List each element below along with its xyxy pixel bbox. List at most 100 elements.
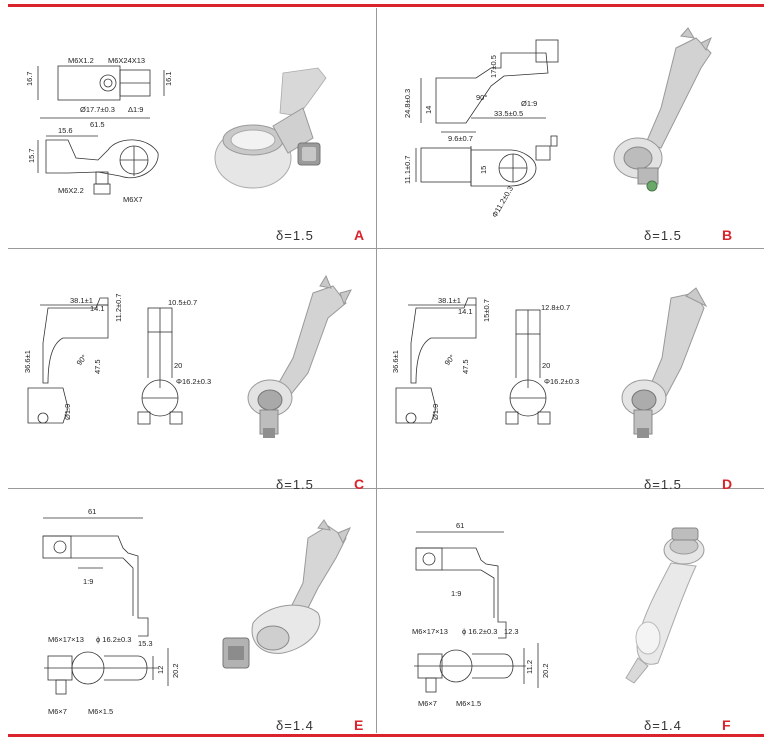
product-photo-d [621, 287, 708, 438]
dim-c-2: 14.1 [90, 304, 105, 313]
dim-f-2: 1:9 [451, 589, 461, 598]
dim-b-9: 15 [479, 166, 488, 174]
dim-d-3: 15±0.7 [482, 299, 491, 322]
dim-a-2: M6X24X13 [108, 56, 145, 65]
label-d: D [722, 476, 733, 492]
dim-c-8: 20 [174, 361, 182, 370]
dim-f-4: ϕ 16.2±0.3 [462, 627, 497, 636]
dim-b-5: 14 [424, 106, 433, 114]
dim-d-9: Φ16.2±0.3 [544, 377, 579, 386]
panel-d-drawing: 38.1±1 14.1 15±0.7 12.8±0.7 36.6±1 90° 4… [391, 287, 708, 438]
product-photo-a [214, 67, 327, 189]
bottom-rule [8, 734, 764, 737]
dim-e-7: 20.2 [171, 663, 180, 678]
top-view-body [57, 65, 121, 101]
panel-c: 38.1±1 14.1 11.2±0.7 10.5±0.7 36.6±1 90°… [8, 248, 376, 492]
dim-c-10: Ø1:9 [63, 404, 72, 420]
side-view-body [410, 297, 477, 384]
side-view-body [42, 297, 109, 384]
thickness-f: δ=1.4 [644, 718, 682, 733]
row-divider-2 [8, 488, 764, 489]
dim-a-1: M6X1.2 [68, 56, 94, 65]
dim-f-9: M6×1.5 [456, 699, 481, 708]
thickness-d: δ=1.5 [644, 477, 682, 492]
dim-f-1: 61 [456, 521, 464, 530]
product-photo-e [222, 519, 351, 669]
top-rule [8, 4, 764, 7]
product-photo-c [247, 274, 352, 438]
dim-e-3: M6×17×13 [48, 635, 84, 644]
dim-b-10: Φ11.2±0.3 [490, 185, 515, 219]
panel-f-drawing: 61 1:9 M6×17×13 ϕ 16.2±0.3 12.3 11.2 20.… [412, 521, 705, 708]
dim-f-7: 20.2 [541, 663, 550, 678]
panel-f: 61 1:9 M6×17×13 ϕ 16.2±0.3 12.3 11.2 20.… [376, 488, 744, 733]
dim-d-5: 36.6±1 [391, 350, 400, 373]
panel-b-drawing: 17±0.5 24.8±0.3 90° Ø1:9 14 33.5±0.5 9.6… [403, 27, 712, 219]
dim-a-6: Δ1:9 [128, 105, 143, 114]
dim-d-2: 14.1 [458, 307, 473, 316]
dim-c-5: 36.6±1 [23, 350, 32, 373]
dim-f-8: M6×7 [418, 699, 437, 708]
thickness-a: δ=1.5 [276, 228, 314, 243]
label-b: B [722, 227, 733, 243]
thickness-c: δ=1.5 [276, 477, 314, 492]
side-view-body [45, 139, 159, 179]
dim-e-5: 15.3 [138, 639, 153, 648]
panel-a-drawing: M6X1.2 M6X24X13 16.7 16.1 Ø17.7±0.3 Δ1:9… [25, 56, 327, 204]
panel-a: M6X1.2 M6X24X13 16.7 16.1 Ø17.7±0.3 Δ1:9… [8, 8, 376, 248]
dim-b-8: 11.1±0.7 [403, 155, 412, 184]
dim-a-7: 61.5 [90, 120, 105, 129]
dim-e-9: M6×1.5 [88, 707, 113, 716]
dim-c-4: 10.5±0.7 [168, 298, 197, 307]
dim-d-6: 90° [443, 353, 457, 367]
dim-b-4: Ø1:9 [521, 99, 537, 108]
dim-a-4: 16.1 [164, 71, 173, 86]
dim-c-1: 38.1±1 [70, 296, 93, 305]
dim-e-6: 12 [156, 666, 165, 674]
label-f: F [722, 717, 731, 733]
dim-c-6: 90° [75, 353, 89, 367]
dim-a-10: M6X2.2 [58, 186, 84, 195]
dim-c-9: Φ16.2±0.3 [176, 377, 211, 386]
panel-e-drawing: 61 1:9 M6×17×13 ϕ 16.2±0.3 15.3 12 20.2 … [42, 507, 351, 716]
panel-b: 17±0.5 24.8±0.3 90° Ø1:9 14 33.5±0.5 9.6… [376, 8, 744, 248]
label-a: A [354, 227, 365, 243]
dim-c-7: 47.5 [93, 359, 102, 374]
dim-d-1: 38.1±1 [438, 296, 461, 305]
row-divider-1 [8, 248, 764, 249]
dim-e-1: 61 [88, 507, 96, 516]
column-divider [376, 8, 377, 733]
dim-b-2: 24.8±0.3 [403, 89, 412, 118]
dim-a-3: 16.7 [25, 71, 34, 86]
dim-a-11: M6X7 [123, 195, 143, 204]
thickness-e: δ=1.4 [276, 718, 314, 733]
panel-c-drawing: 38.1±1 14.1 11.2±0.7 10.5±0.7 36.6±1 90°… [23, 274, 352, 438]
panel-d: 38.1±1 14.1 15±0.7 12.8±0.7 36.6±1 90° 4… [376, 248, 744, 492]
side-view-body [435, 52, 549, 124]
dim-a-9: 15.7 [27, 148, 36, 163]
dim-d-10: Ø1:9 [431, 404, 440, 420]
dim-f-5: 12.3 [504, 627, 519, 636]
dim-b-7: 9.6±0.7 [448, 134, 473, 143]
dim-e-8: M6×7 [48, 707, 67, 716]
dim-b-6: 33.5±0.5 [494, 109, 523, 118]
dim-c-3: 11.2±0.7 [114, 293, 123, 322]
dim-f-3: M6×17×13 [412, 627, 448, 636]
dim-b-1: 17±0.5 [489, 55, 498, 78]
dim-b-3: 90° [476, 93, 487, 102]
dim-d-8: 20 [542, 361, 550, 370]
dim-a-5: Ø17.7±0.3 [80, 105, 115, 114]
dim-f-6: 11.2 [525, 660, 534, 674]
side-view-body [416, 547, 507, 639]
label-e: E [354, 717, 364, 733]
dim-d-4: 12.8±0.7 [541, 303, 570, 312]
dim-a-8: 15.6 [58, 126, 73, 135]
product-photo-f [625, 527, 705, 684]
dim-e-4: ϕ 16.2±0.3 [96, 635, 131, 644]
bolt-circle [99, 74, 117, 92]
catalog-sheet: M6X1.2 M6X24X13 16.7 16.1 Ø17.7±0.3 Δ1:9… [8, 8, 764, 733]
side-view-body [43, 535, 149, 637]
label-c: C [354, 476, 365, 492]
dim-e-2: 1:9 [83, 577, 93, 586]
product-photo-b [613, 27, 712, 192]
